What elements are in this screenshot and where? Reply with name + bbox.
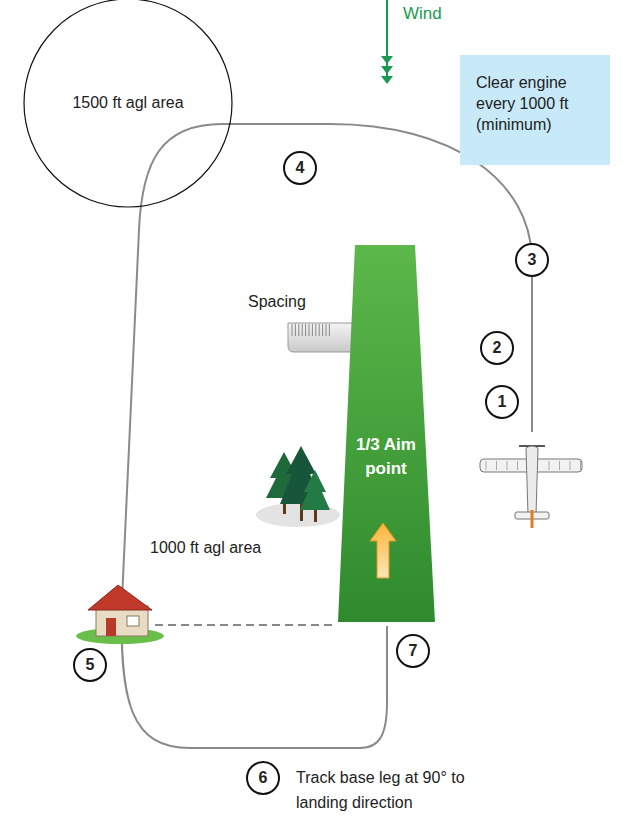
callout-number: 5	[73, 648, 107, 682]
wind-label: Wind	[403, 3, 442, 25]
note-text: Clear engine every 1000 ft (minimum)	[476, 73, 594, 135]
callout-number: 4	[283, 151, 317, 185]
callout-number: 3	[515, 243, 549, 277]
landing-arrow	[370, 523, 396, 578]
runway: 1/3 Aim point	[338, 245, 435, 622]
callout-number: 7	[396, 634, 430, 668]
circuit-track	[122, 124, 532, 748]
area-label: 1000 ft agl area	[150, 538, 261, 559]
callout-number: 2	[480, 331, 514, 365]
altitude-area-circle: 1500 ft agl area	[23, 0, 233, 208]
area-label: 1500 ft agl area	[23, 93, 233, 114]
note-box: Clear engine every 1000 ft (minimum)	[460, 55, 610, 165]
trees	[256, 446, 340, 527]
abeam-line	[155, 624, 332, 626]
aircraft	[480, 446, 582, 528]
note-text: Track base leg at 90° to landing directi…	[296, 765, 496, 815]
aim-point-label: 1/3 Aim point	[346, 433, 426, 481]
runway-outline	[338, 245, 435, 622]
spacing-label: Spacing	[248, 292, 306, 313]
wind-arrow	[381, 0, 393, 84]
callout-number: 1	[485, 385, 519, 419]
house	[76, 585, 164, 644]
callout-number: 6	[246, 761, 280, 795]
